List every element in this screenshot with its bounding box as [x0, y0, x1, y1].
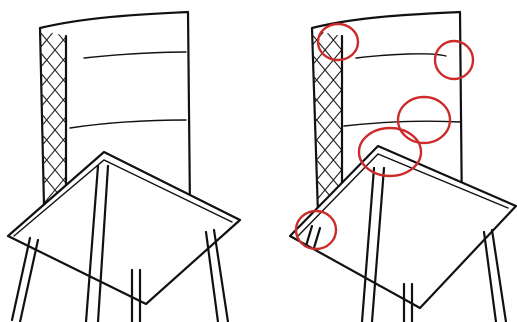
right-line-upper	[355, 53, 447, 59]
difference-marker-4	[357, 126, 423, 178]
left-hatching	[40, 30, 66, 205]
left-line-lower	[69, 119, 187, 129]
right-line-lower	[343, 120, 461, 127]
left-line-upper	[83, 51, 187, 59]
right-hatching	[312, 30, 342, 215]
difference-marker-5	[294, 209, 338, 251]
left-column	[38, 10, 192, 212]
right-stick-4	[482, 228, 508, 322]
left-stick-4	[204, 228, 230, 322]
difference-marker-2	[433, 39, 475, 81]
left-stick-3	[130, 268, 142, 322]
left-stick-2	[84, 164, 110, 322]
difference-marker-3	[396, 95, 452, 145]
right-stick-3	[402, 282, 414, 322]
left-stick-1	[10, 236, 40, 322]
right-stick-1	[304, 224, 322, 250]
difference-marker-1	[316, 22, 360, 62]
right-drawing	[288, 10, 517, 322]
right-stick-2	[360, 166, 386, 322]
left-drawing	[6, 10, 242, 322]
